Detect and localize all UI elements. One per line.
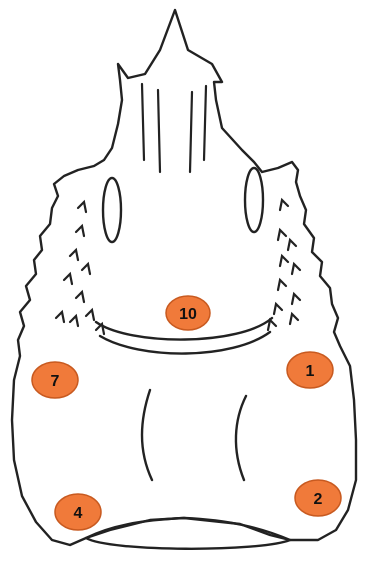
setae-left — [56, 202, 104, 334]
marker-10: 10 — [166, 296, 210, 330]
transverse-suture-lower — [100, 332, 270, 354]
marker-2-label: 2 — [314, 491, 323, 508]
marker-7: 7 — [32, 362, 78, 398]
rostrum-line-left — [142, 84, 144, 160]
marker-4-label: 4 — [74, 505, 83, 522]
marker-1: 1 — [287, 352, 333, 388]
body-outline — [12, 10, 356, 545]
rostrum-line-right — [204, 86, 206, 160]
inner-ridge-left — [142, 390, 152, 480]
marker-7-label: 7 — [51, 373, 60, 390]
inner-ridge-right — [236, 396, 246, 480]
eye-right — [245, 168, 263, 232]
marker-4: 4 — [55, 494, 101, 530]
rostrum-line-center-right — [190, 92, 192, 172]
eye-left — [103, 178, 121, 242]
marker-2: 2 — [295, 480, 341, 516]
marker-10-label: 10 — [179, 306, 197, 323]
rostrum-line-center-left — [158, 90, 160, 172]
basal-opening — [86, 518, 290, 549]
setae-right — [268, 200, 300, 330]
marker-1-label: 1 — [306, 363, 315, 380]
